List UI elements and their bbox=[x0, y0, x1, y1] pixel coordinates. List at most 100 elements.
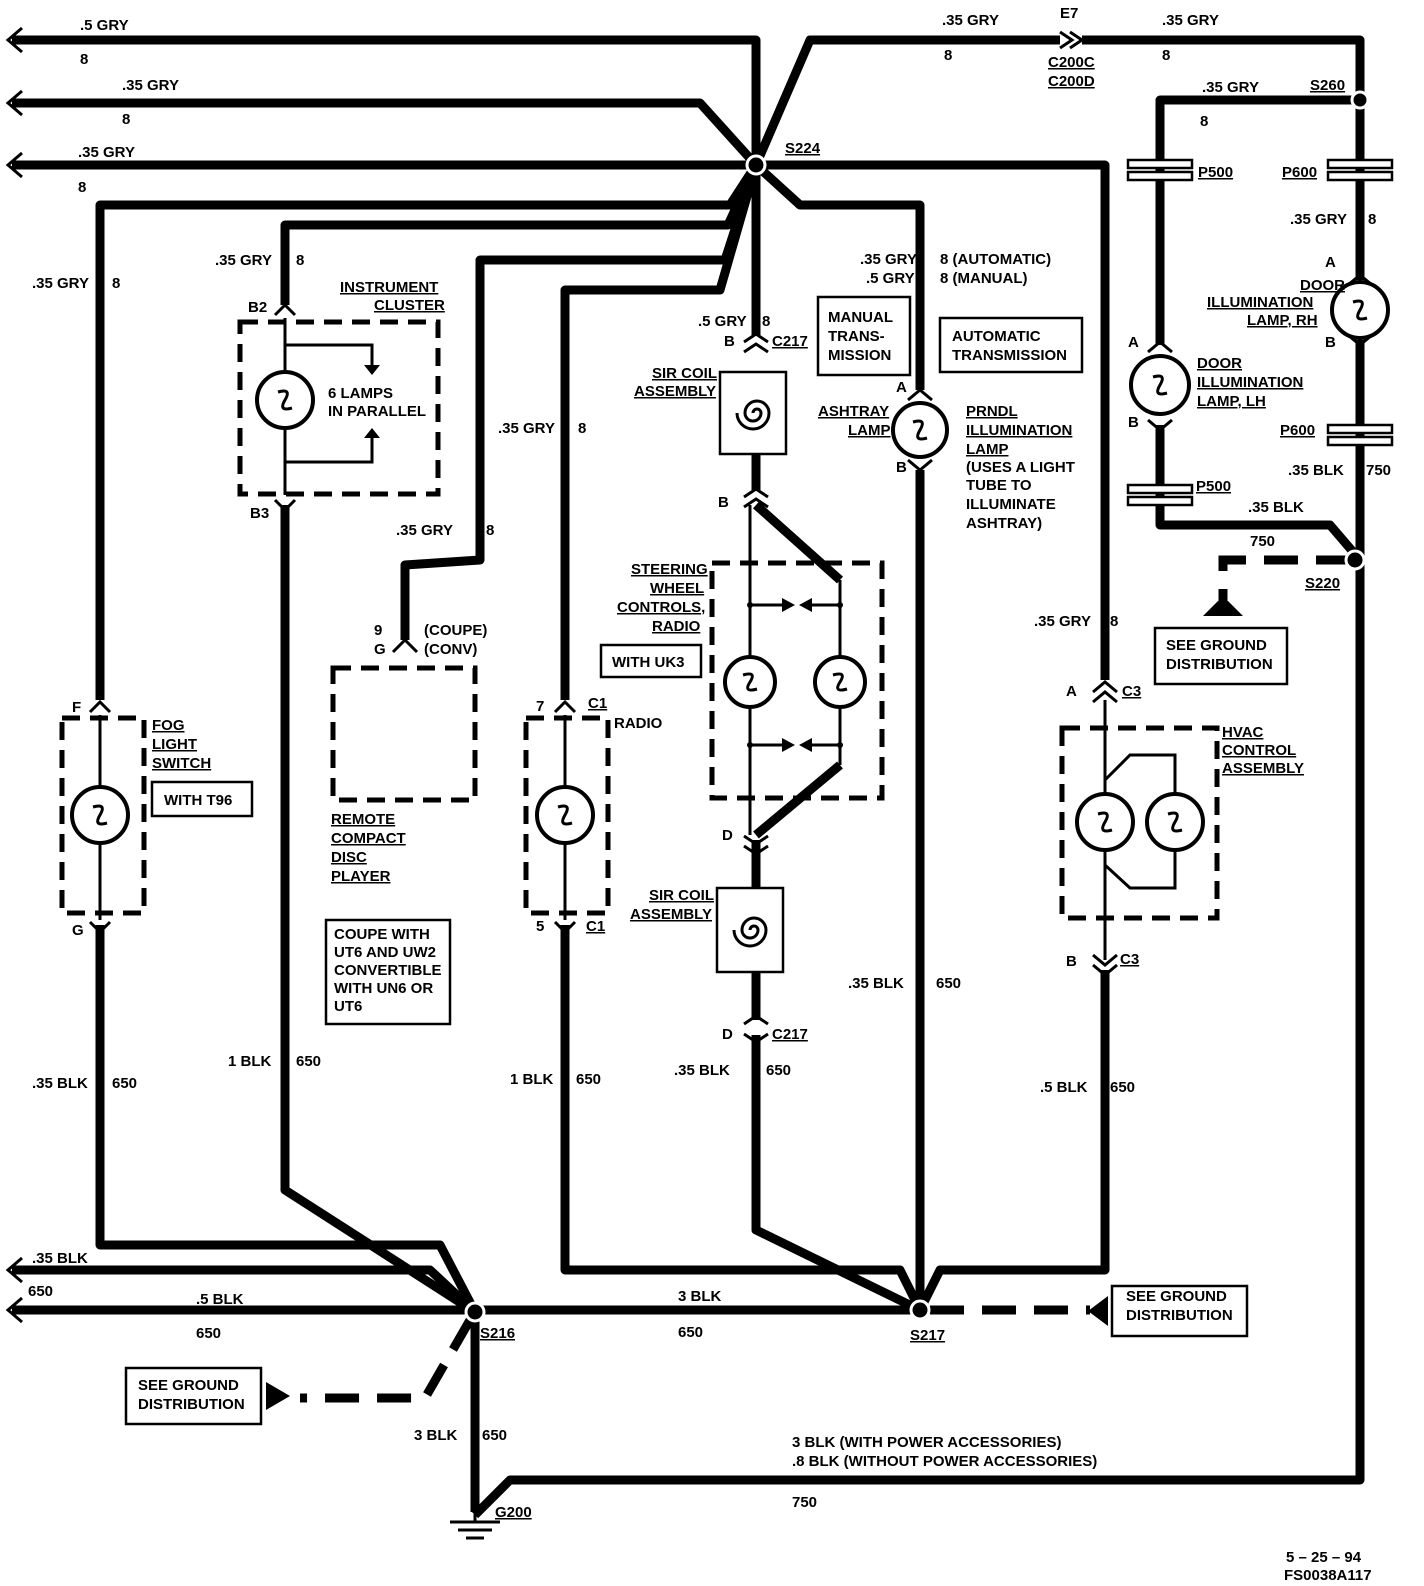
ground-triangle-icon bbox=[1203, 596, 1243, 616]
wire-label: 8 bbox=[1200, 113, 1208, 130]
arrow-left-3 bbox=[5, 151, 23, 179]
wire-label: 650 bbox=[112, 1075, 137, 1092]
ground-distribution bbox=[124, 596, 1289, 1426]
label-s216: S216 bbox=[480, 1325, 515, 1342]
wire-label: 8 bbox=[1162, 47, 1170, 64]
wire-label: .35 GRY bbox=[215, 252, 272, 269]
door-lamp-rh bbox=[1330, 280, 1390, 340]
pin-label: D bbox=[722, 827, 733, 844]
label-g200: G200 bbox=[495, 1504, 532, 1521]
footer-date: 5 – 25 – 94 bbox=[1286, 1549, 1362, 1566]
wire-radio-gnd bbox=[560, 925, 925, 1313]
pass-throughs bbox=[1126, 158, 1394, 507]
wire-fog-gnd bbox=[95, 925, 479, 1315]
see-ground-box-1 bbox=[124, 1366, 263, 1426]
wire-s220-down bbox=[471, 560, 1365, 1519]
wire-label: 3 BLK (WITH POWER ACCESSORIES) bbox=[792, 1434, 1061, 1451]
wire-label: .35 BLK bbox=[848, 975, 904, 992]
p500-bottom-icon bbox=[1126, 483, 1194, 507]
wire-label: .35 BLK bbox=[32, 1075, 88, 1092]
wire-label: .8 BLK (WITHOUT POWER ACCESSORIES) bbox=[792, 1453, 1097, 1470]
wire-label: 8 bbox=[944, 47, 952, 64]
connector-label: E7 bbox=[1060, 5, 1078, 22]
pin-7-icon bbox=[553, 699, 577, 714]
arrow-left-4 bbox=[5, 1256, 23, 1284]
connector-label: C1 bbox=[588, 695, 607, 712]
wire-label: 3 BLK bbox=[414, 1427, 458, 1444]
ground-g200-icon bbox=[450, 1512, 500, 1540]
coupe-note-box bbox=[324, 918, 452, 1026]
wire-label: 8 bbox=[762, 313, 770, 330]
label-s220: S220 bbox=[1305, 575, 1340, 592]
wire-top2 bbox=[12, 98, 760, 169]
wire-hvac bbox=[756, 160, 1110, 680]
wire-label: .35 BLK bbox=[674, 1062, 730, 1079]
pin-c217-top-icon bbox=[743, 332, 769, 354]
wire-label: .5 BLK bbox=[1040, 1079, 1088, 1096]
pin-9-icon bbox=[391, 637, 419, 654]
wire-label: 1 BLK bbox=[510, 1071, 554, 1088]
label-s260: S260 bbox=[1310, 77, 1345, 94]
pin-label: B bbox=[1128, 414, 1139, 431]
wire-label: 8 bbox=[578, 420, 586, 437]
connector-label: (COUPE) bbox=[424, 622, 487, 639]
pin-lh-a-icon bbox=[1147, 340, 1173, 354]
pin-5-icon bbox=[553, 920, 577, 935]
wire-label: 750 bbox=[792, 1494, 817, 1511]
wire-label: .35 BLK bbox=[1288, 462, 1344, 479]
p500-top-icon bbox=[1126, 158, 1194, 182]
wire-label: .35 GRY bbox=[1202, 79, 1259, 96]
wire-label: 8 bbox=[80, 51, 88, 68]
harness-arrows bbox=[5, 26, 1085, 1324]
wire-label: 3 BLK bbox=[678, 1288, 722, 1305]
wire-left1 bbox=[12, 1265, 479, 1316]
pin-b3-icon bbox=[273, 498, 297, 513]
splices bbox=[464, 90, 1370, 1323]
wire-label: 8 bbox=[1110, 613, 1118, 630]
pin-c217-bottom-icon bbox=[743, 1014, 769, 1044]
wire-label: 750 bbox=[1366, 462, 1391, 479]
hvac-control-assembly bbox=[1059, 700, 1220, 960]
e7-connector-icon bbox=[1059, 30, 1085, 50]
pin-label: G bbox=[374, 641, 386, 658]
wire-label: 8 bbox=[112, 275, 120, 292]
with-uk3-box bbox=[599, 643, 703, 679]
pin-label: B bbox=[1325, 334, 1336, 351]
pin-label: 7 bbox=[536, 698, 544, 715]
wire-label: .35 GRY bbox=[32, 275, 89, 292]
see-ground-box-3 bbox=[1153, 626, 1289, 686]
wire-label: .35 GRY bbox=[122, 77, 179, 94]
pin-lh-b-icon bbox=[1147, 418, 1173, 432]
connector-pins bbox=[88, 273, 1373, 1044]
pin-label: A bbox=[1325, 254, 1336, 271]
fog-light-switch bbox=[59, 715, 254, 920]
wire-label: .35 BLK bbox=[1248, 499, 1304, 516]
pin-label: B bbox=[896, 459, 907, 476]
pin-sir-d-icon bbox=[743, 834, 769, 856]
pin-label: 5 bbox=[536, 918, 544, 935]
wire-label: .35 GRY bbox=[860, 251, 917, 268]
pin-prndl-b-icon bbox=[907, 458, 933, 472]
wire-label: 650 bbox=[576, 1071, 601, 1088]
steering-wheel-controls bbox=[599, 505, 885, 835]
pin-f-icon bbox=[88, 699, 112, 714]
arrow-left-5 bbox=[5, 1296, 23, 1324]
wire-label: .35 GRY bbox=[78, 144, 135, 161]
p600-bottom-icon bbox=[1326, 423, 1394, 447]
ground-triangle-icon bbox=[1088, 1296, 1108, 1326]
connector-label: C1 bbox=[586, 918, 605, 935]
sir-coil-bottom bbox=[715, 886, 785, 974]
pin-label: B2 bbox=[248, 299, 267, 316]
pin-label: B bbox=[1066, 953, 1077, 970]
connector-label: C200C bbox=[1048, 54, 1095, 71]
wire-label: .35 GRY bbox=[942, 12, 999, 29]
